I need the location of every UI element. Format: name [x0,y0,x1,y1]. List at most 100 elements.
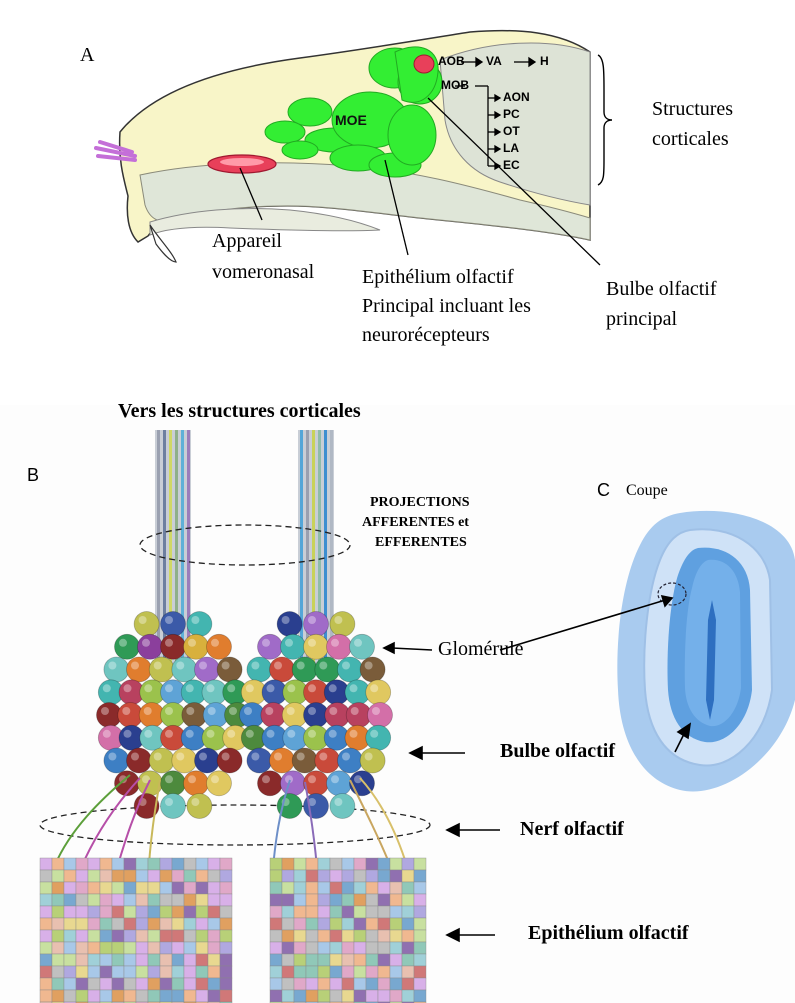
epithelium-cell [354,954,366,966]
epithelium-cell [208,870,220,882]
epithelium-cell [64,906,76,918]
glomerulus-highlight [334,616,342,624]
epithelium-cell [378,930,390,942]
epithelium-cell [52,870,64,882]
epithelium-cell [52,954,64,966]
epithelium-cell [184,942,196,954]
glomerulus-highlight [211,775,219,783]
epithelium-cell [402,870,414,882]
epithelium-cell [220,882,232,894]
glomerule-label: Glomérule [438,638,524,661]
glomerulus [187,612,212,637]
epithelium-cell [40,942,52,954]
epithelium-cell [112,906,124,918]
epithelium-cell [390,918,402,930]
epithelium-cell [366,882,378,894]
glomerulus [292,657,317,682]
epithelium-cell [390,978,402,990]
glomerulus-highlight [142,639,150,647]
glomerulus [149,657,174,682]
epithelium-cell [148,930,160,942]
epithelium-cell [220,942,232,954]
epithelium-cell [318,966,330,978]
glomerulus [247,657,272,682]
panel-a-letter: A [80,44,94,67]
epithelium-cell [112,882,124,894]
label-ot: OT [503,124,520,138]
glomerulus-highlight [165,730,173,738]
epithelium-cell [196,966,208,978]
epithelium-cell [52,882,64,894]
epithelium-cell [402,942,414,954]
epithelium-cell [76,930,88,942]
epithelium-cell [282,954,294,966]
glomerulus [149,748,174,773]
epithelium-cell [136,894,148,906]
epithelium-cell [390,954,402,966]
epithelium-cell [282,894,294,906]
glomerulus-highlight [165,684,173,692]
epithelium-cell [112,954,124,966]
epithelium-cell [294,954,306,966]
appareil-label-line2: vomeronasal [212,261,314,284]
glomerulus [127,748,152,773]
top-heading: Vers les structures corticales [118,400,361,423]
epithelium-cell [136,858,148,870]
structures-label-line1: Structures [652,98,733,121]
epithelium-cell [354,858,366,870]
epithelium-cell [136,918,148,930]
glomerulus [360,657,385,682]
epithelium-cell [148,870,160,882]
epithelium-cell [414,966,426,978]
epithelium-cell [100,882,112,894]
panel-c-letter: C [597,480,610,501]
epithelium-cell [342,918,354,930]
epithelium-cell [354,894,366,906]
glomerulus [172,748,197,773]
epithelium-cell [208,966,220,978]
epithelium-cell [76,990,88,1002]
epithelium-cell [378,858,390,870]
glomerulus [161,771,186,796]
epithelium-cell [100,894,112,906]
epithelium-cell [124,894,136,906]
epithelium-cell [184,930,196,942]
glomerulus-highlight [165,707,173,715]
glomerulus [161,612,186,637]
glomerulus [366,725,391,750]
epithelium-cell [318,930,330,942]
glomerulus-highlight [287,707,295,715]
glomerulus-highlight [265,707,273,715]
glomerulus [207,771,232,796]
epithelium-cell [40,918,52,930]
epithelium-cell [64,870,76,882]
glomerulus [127,657,152,682]
glomerulus-highlight [342,662,350,670]
epithelium-cell [390,966,402,978]
glomerulus-highlight [329,684,337,692]
glomerulus-highlight [176,662,184,670]
epithelium-cell [136,978,148,990]
epithelium-cell [88,942,100,954]
epithelium-cell [76,966,88,978]
epithelium-cell [148,990,160,1002]
glomerulus [327,771,352,796]
epithelium-cell [220,990,232,1002]
glomerulus-highlight [124,730,132,738]
epithelium-cell [52,930,64,942]
glomerulus [217,657,242,682]
glomerulus-highlight [227,684,235,692]
glomerulus-highlight [334,798,342,806]
glomerulus [138,634,163,659]
epithelium-cell [366,858,378,870]
epithelium-cell [342,954,354,966]
epithelium-cell [330,870,342,882]
glomerulus-highlight [176,753,184,761]
glomerulus-highlight [297,753,305,761]
bulbe-principal-label-line1: Bulbe olfactif [606,278,717,301]
glomerulus [292,748,317,773]
epithelium-cell [196,894,208,906]
epithelium-cell [402,894,414,906]
epithelium-cell [306,858,318,870]
epithelium-cell [148,918,160,930]
